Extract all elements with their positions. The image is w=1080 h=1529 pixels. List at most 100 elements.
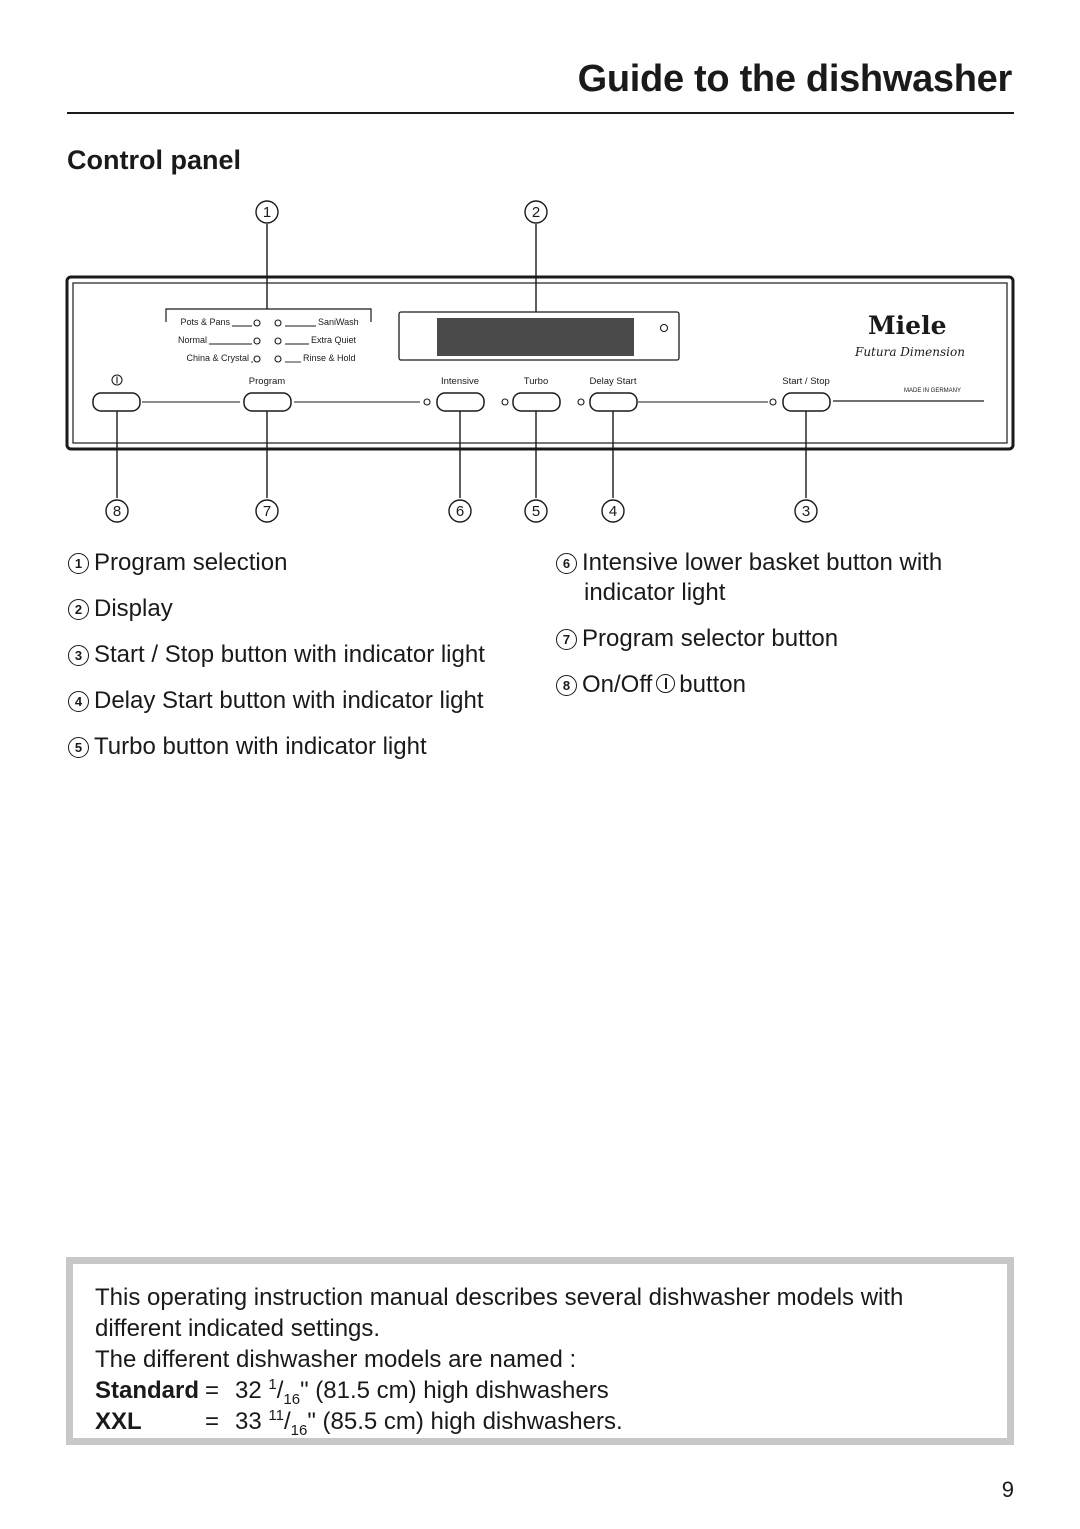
legend-number: 4 [68, 691, 89, 712]
info-box: This operating instruction manual descri… [66, 1257, 1014, 1445]
callout-number-5: 5 [532, 503, 540, 520]
turbo-indicator-light [501, 398, 509, 406]
indicator-label-pots-pans: Pots & Pans [180, 317, 230, 327]
start-stop-button[interactable] [782, 392, 831, 412]
callout-circle-7 [255, 499, 279, 523]
indicator-lights [253, 319, 282, 363]
on-off-button[interactable] [92, 392, 141, 412]
callout-circle-8 [105, 499, 129, 523]
panel-outer-frame [65, 275, 1015, 451]
program-bracket [165, 308, 372, 322]
indicator-light-extra-quiet [274, 337, 282, 345]
legend-text: On/Off [582, 671, 653, 698]
indicator-light-rinse-hold [274, 355, 282, 363]
indicator-light-china-crystal [253, 355, 261, 363]
made-in-label: MADE IN GERMANY [904, 388, 961, 394]
legend-text: Delay Start button with indicator light [94, 687, 484, 714]
legend-text-continued: indicator light [584, 579, 726, 606]
indicator-light-normal [253, 337, 261, 345]
legend-text: Intensive lower basket button with [582, 549, 943, 576]
info-box-content: This operating instruction manual descri… [73, 1264, 1007, 1438]
control-panel-diagram: Pots & Pans Normal China & Crystal SaniW… [65, 200, 1015, 523]
callout-number-6: 6 [456, 503, 464, 520]
info-line: The different dishwasher models are name… [95, 1346, 577, 1373]
callout-circle-5 [524, 499, 548, 523]
callout-number-3: 3 [802, 503, 810, 520]
callout-circle-3 [794, 499, 818, 523]
callout-number-4: 4 [609, 503, 617, 520]
delay-start-indicator-light [577, 398, 585, 406]
callout-circle-4 [601, 499, 625, 523]
callout-number-7: 7 [263, 503, 271, 520]
model-height: 32 1/16" (81.5 cm) high dishwashers [235, 1376, 609, 1408]
indicator-panel: Pots & Pans Normal China & Crystal SaniW… [178, 317, 359, 363]
section-title: Control panel [67, 145, 241, 175]
legend-text: Display [94, 595, 173, 622]
callout-circle-6 [448, 499, 472, 523]
legend-text: Turbo button with indicator light [94, 733, 427, 760]
intensive-button[interactable] [436, 392, 485, 412]
turbo-button[interactable] [512, 392, 561, 412]
indicator-label-extra-quiet: Extra Quiet [311, 335, 357, 345]
callout-circle-2 [524, 200, 548, 224]
indicator-label-rinse-hold: Rinse & Hold [303, 353, 356, 363]
page-header-title: Guide to the dishwasher [577, 58, 1013, 100]
brand-line: Futura Dimension [854, 345, 965, 359]
display-indicator-light [659, 323, 669, 333]
legend-number: 8 [556, 675, 577, 696]
info-line: This operating instruction manual descri… [95, 1284, 904, 1311]
indicator-label-normal: Normal [178, 335, 207, 345]
label-delay-start: Delay Start [590, 376, 637, 387]
legend-text: Program selection [94, 549, 288, 576]
model-name: Standard [95, 1377, 200, 1404]
indicator-leaders [209, 325, 316, 363]
model-name: XXL [95, 1408, 142, 1435]
model-equals: = [205, 1377, 220, 1404]
legend-number: 1 [68, 553, 89, 574]
program-selector-button[interactable] [243, 392, 292, 412]
legend-text: Program selector button [582, 625, 839, 652]
label-program: Program [249, 376, 286, 387]
model-row-standard: Standard = 32 1/16" (81.5 cm) high dishw… [95, 1375, 985, 1408]
callout-number-8: 8 [113, 503, 121, 520]
callout-circle-1 [255, 200, 279, 224]
page-number: 9 [1001, 1477, 1014, 1502]
model-height: 33 11/16" (85.5 cm) high dishwashers. [235, 1407, 623, 1439]
model-row-xxl: XXL = 33 11/16" (85.5 cm) high dishwashe… [95, 1406, 985, 1439]
delay-start-button[interactable] [589, 392, 638, 412]
indicator-light-pots-pans [253, 319, 261, 327]
legend-number: 3 [68, 645, 89, 666]
indicator-light-saniwash [274, 319, 282, 327]
callout-number-1: 1 [263, 204, 271, 221]
label-turbo: Turbo [524, 376, 548, 387]
legend-text: Start / Stop button with indicator light [94, 641, 485, 668]
legend-number: 5 [68, 737, 89, 758]
panel-inner-frame [72, 282, 1008, 444]
legend-number: 2 [68, 599, 89, 620]
callout-number-2: 2 [532, 204, 540, 221]
power-icon [111, 374, 123, 386]
display-screen [437, 318, 634, 356]
model-equals: = [205, 1408, 220, 1435]
start-stop-indicator-light [769, 398, 777, 406]
power-icon [656, 674, 676, 693]
label-intensive: Intensive [441, 376, 479, 387]
label-start-stop: Start / Stop [782, 376, 830, 387]
info-line: different indicated settings. [95, 1315, 381, 1342]
brand-logo: Miele [868, 311, 946, 340]
legend-number: 7 [556, 629, 577, 650]
indicator-label-china-crystal: China & Crystal [186, 353, 249, 363]
callout-lines [116, 224, 807, 498]
header-rule [67, 112, 1014, 114]
legend-number: 6 [556, 553, 577, 574]
